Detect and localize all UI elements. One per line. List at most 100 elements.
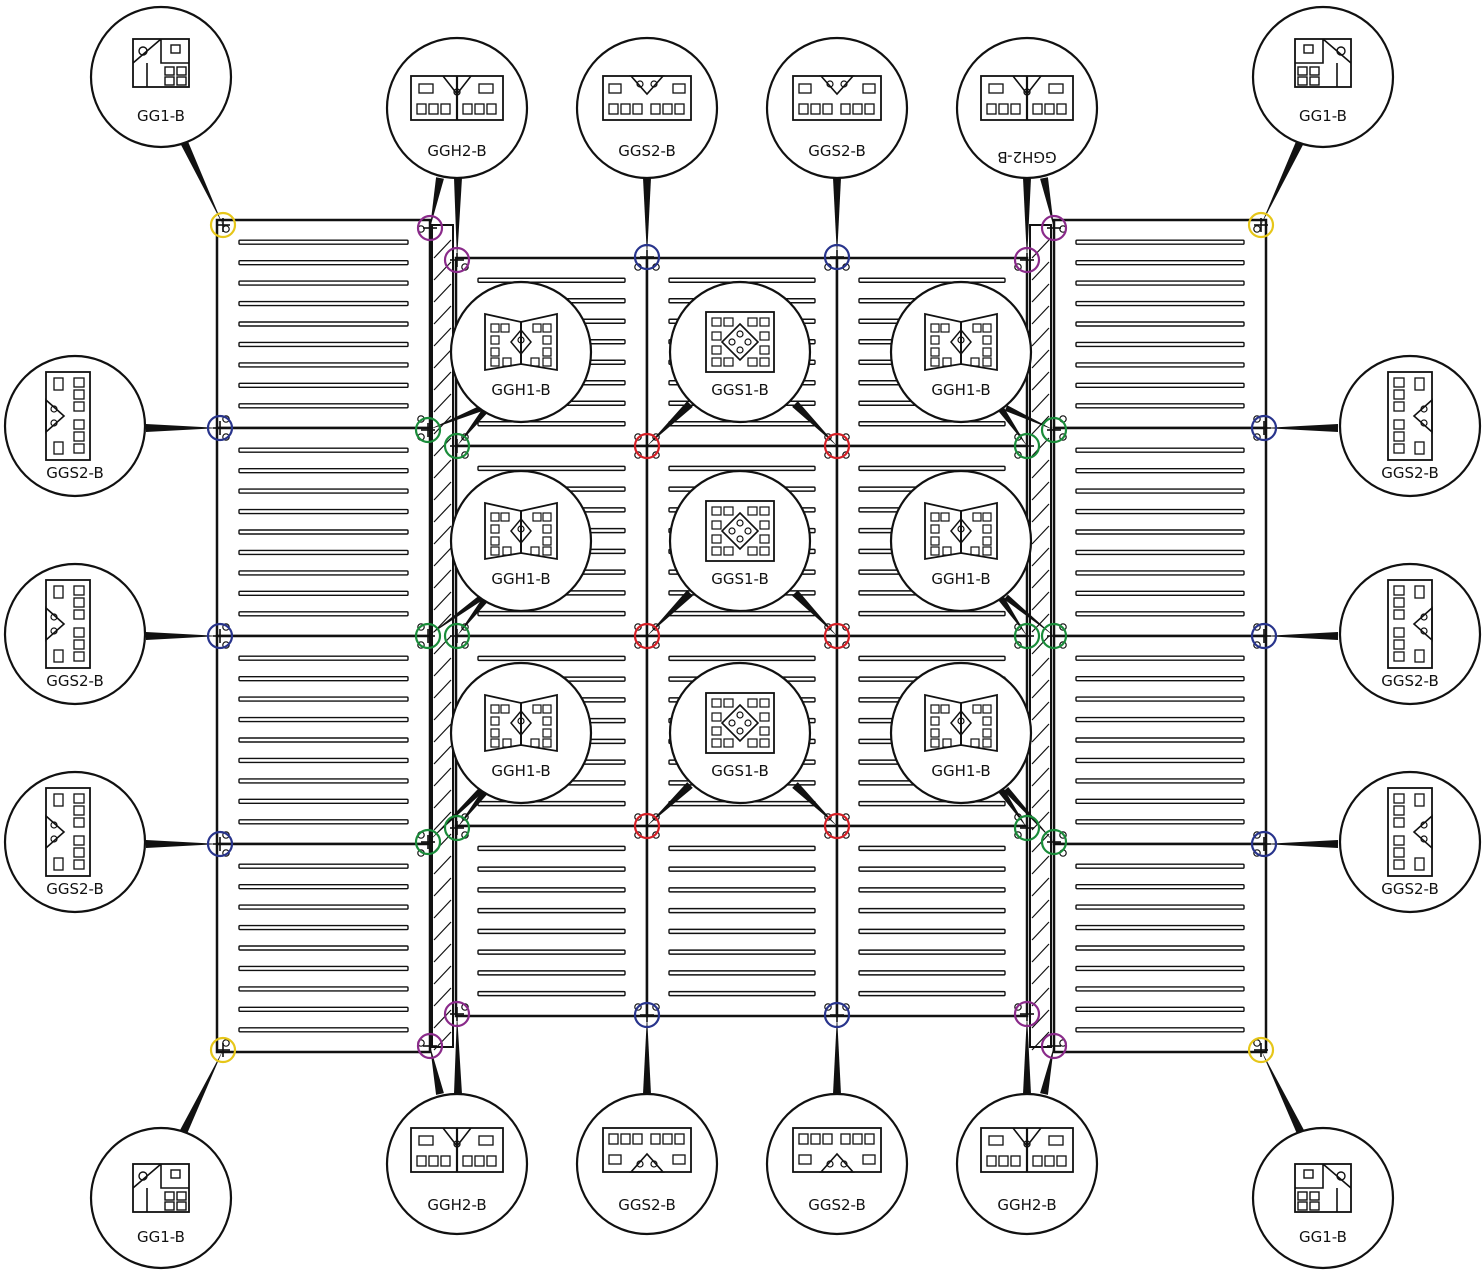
tile-slat (858, 907, 1006, 914)
icon-hole (728, 527, 736, 535)
marker-ring (1040, 1032, 1068, 1060)
callout-pointer (179, 1050, 223, 1135)
tile-slat (1075, 447, 1245, 453)
callout-pointer (643, 1015, 651, 1094)
ramp-hatch (433, 349, 452, 369)
icon-cell (416, 103, 427, 115)
tile-right-4 (1052, 842, 1268, 1054)
icon-cell (711, 534, 722, 544)
callout-pointer (146, 840, 220, 848)
icon-cell (502, 546, 512, 556)
callout-label: GGS2-B (46, 464, 103, 482)
icon-cell (474, 103, 485, 115)
icon-cell (759, 738, 770, 748)
icon-line (1012, 1127, 1042, 1148)
icon-cell (490, 704, 500, 714)
icon-cell (970, 357, 980, 367)
callout-ggs2-right-3: GGS2-B (1338, 770, 1482, 914)
tile-slat (668, 907, 816, 914)
tile-slat (1075, 863, 1245, 869)
callout-pointer (146, 424, 220, 432)
icon-cell (73, 431, 85, 442)
icon-hole (957, 717, 965, 725)
callout-label: GGS2-B (808, 142, 865, 160)
tile-slat (668, 970, 816, 976)
icon-cell (418, 83, 434, 94)
green-marker (1013, 622, 1041, 650)
tile-slat (1075, 696, 1245, 702)
tile-slat (238, 508, 409, 515)
ramp-hatch (1031, 767, 1050, 787)
icon-cell (1393, 401, 1405, 412)
ramp-hatch (1031, 349, 1050, 369)
icon-cell (840, 1133, 851, 1145)
icon-cell (930, 335, 940, 345)
callout-pointer (643, 178, 651, 257)
ramp-hatch (1031, 569, 1050, 589)
marker-ring (1013, 814, 1041, 842)
tile-hole (1253, 225, 1261, 233)
ramp-hatch (1031, 789, 1050, 809)
callout-ggh1-left-1: GGH1-B (449, 280, 593, 424)
ramp-hatch (1031, 635, 1050, 655)
tile-slat (238, 300, 409, 307)
tile-slat (1075, 716, 1245, 723)
tile-slat (1075, 1027, 1245, 1033)
ramp-strip-right (1029, 224, 1052, 1051)
icon-cell (620, 103, 631, 115)
ramp-hatch (1031, 283, 1050, 303)
marker-ring (633, 432, 661, 460)
ramp-hatch (433, 701, 452, 721)
icon-cell (672, 83, 686, 94)
icon-cell (852, 103, 863, 115)
tile-outline (645, 824, 839, 1018)
ggh2-connector-icon (980, 75, 1074, 121)
tile-slat (668, 928, 816, 935)
icon-hole (517, 336, 525, 344)
icon-cell (672, 1154, 686, 1165)
tile-slat (668, 845, 816, 852)
callout-label: GGS2-B (618, 1196, 675, 1214)
icon-hole (453, 88, 461, 96)
ggs1-connector-icon (705, 500, 775, 562)
icon-cell (759, 546, 770, 556)
marker-ring (1247, 211, 1275, 239)
icon-cell (930, 704, 940, 714)
ramp-hatch (433, 481, 452, 501)
ggs2-connector-icon (45, 579, 91, 669)
icon-cell (542, 524, 552, 534)
ggh1-connector-icon (924, 501, 998, 561)
tile-slat (238, 570, 409, 576)
green-marker (1040, 828, 1068, 856)
ggs2-connector-icon (45, 371, 91, 461)
icon-cell (930, 512, 940, 522)
tile-slat (238, 1027, 409, 1033)
ramp-hatch (1031, 591, 1050, 611)
icon-cell (1414, 585, 1425, 599)
icon-cell (428, 1155, 439, 1167)
icon-line (629, 75, 665, 96)
ramp-hatch (1031, 481, 1050, 501)
ramp-hatch (433, 965, 452, 985)
ramp-hatch (433, 437, 452, 457)
icon-hole (840, 1160, 848, 1168)
callout-label: GGH1-B (931, 762, 990, 780)
ramp-hatch (1031, 987, 1050, 1007)
tile-slat (1075, 883, 1245, 890)
ramp-hatch (1031, 393, 1050, 413)
callout-pointer (428, 786, 485, 842)
icon-cell (490, 524, 500, 534)
icon-hole (840, 80, 848, 88)
icon-cell (1393, 389, 1405, 400)
icon-cell (608, 103, 619, 115)
icon-cell (747, 317, 758, 327)
tile-slat (858, 866, 1006, 872)
red-marker (633, 622, 661, 650)
icon-cell (462, 1155, 473, 1167)
icon-cell (478, 1135, 494, 1146)
icon-cell (53, 441, 64, 455)
icon-cell (532, 512, 542, 522)
icon-cell (632, 103, 643, 115)
ramp-hatch (1031, 723, 1050, 743)
